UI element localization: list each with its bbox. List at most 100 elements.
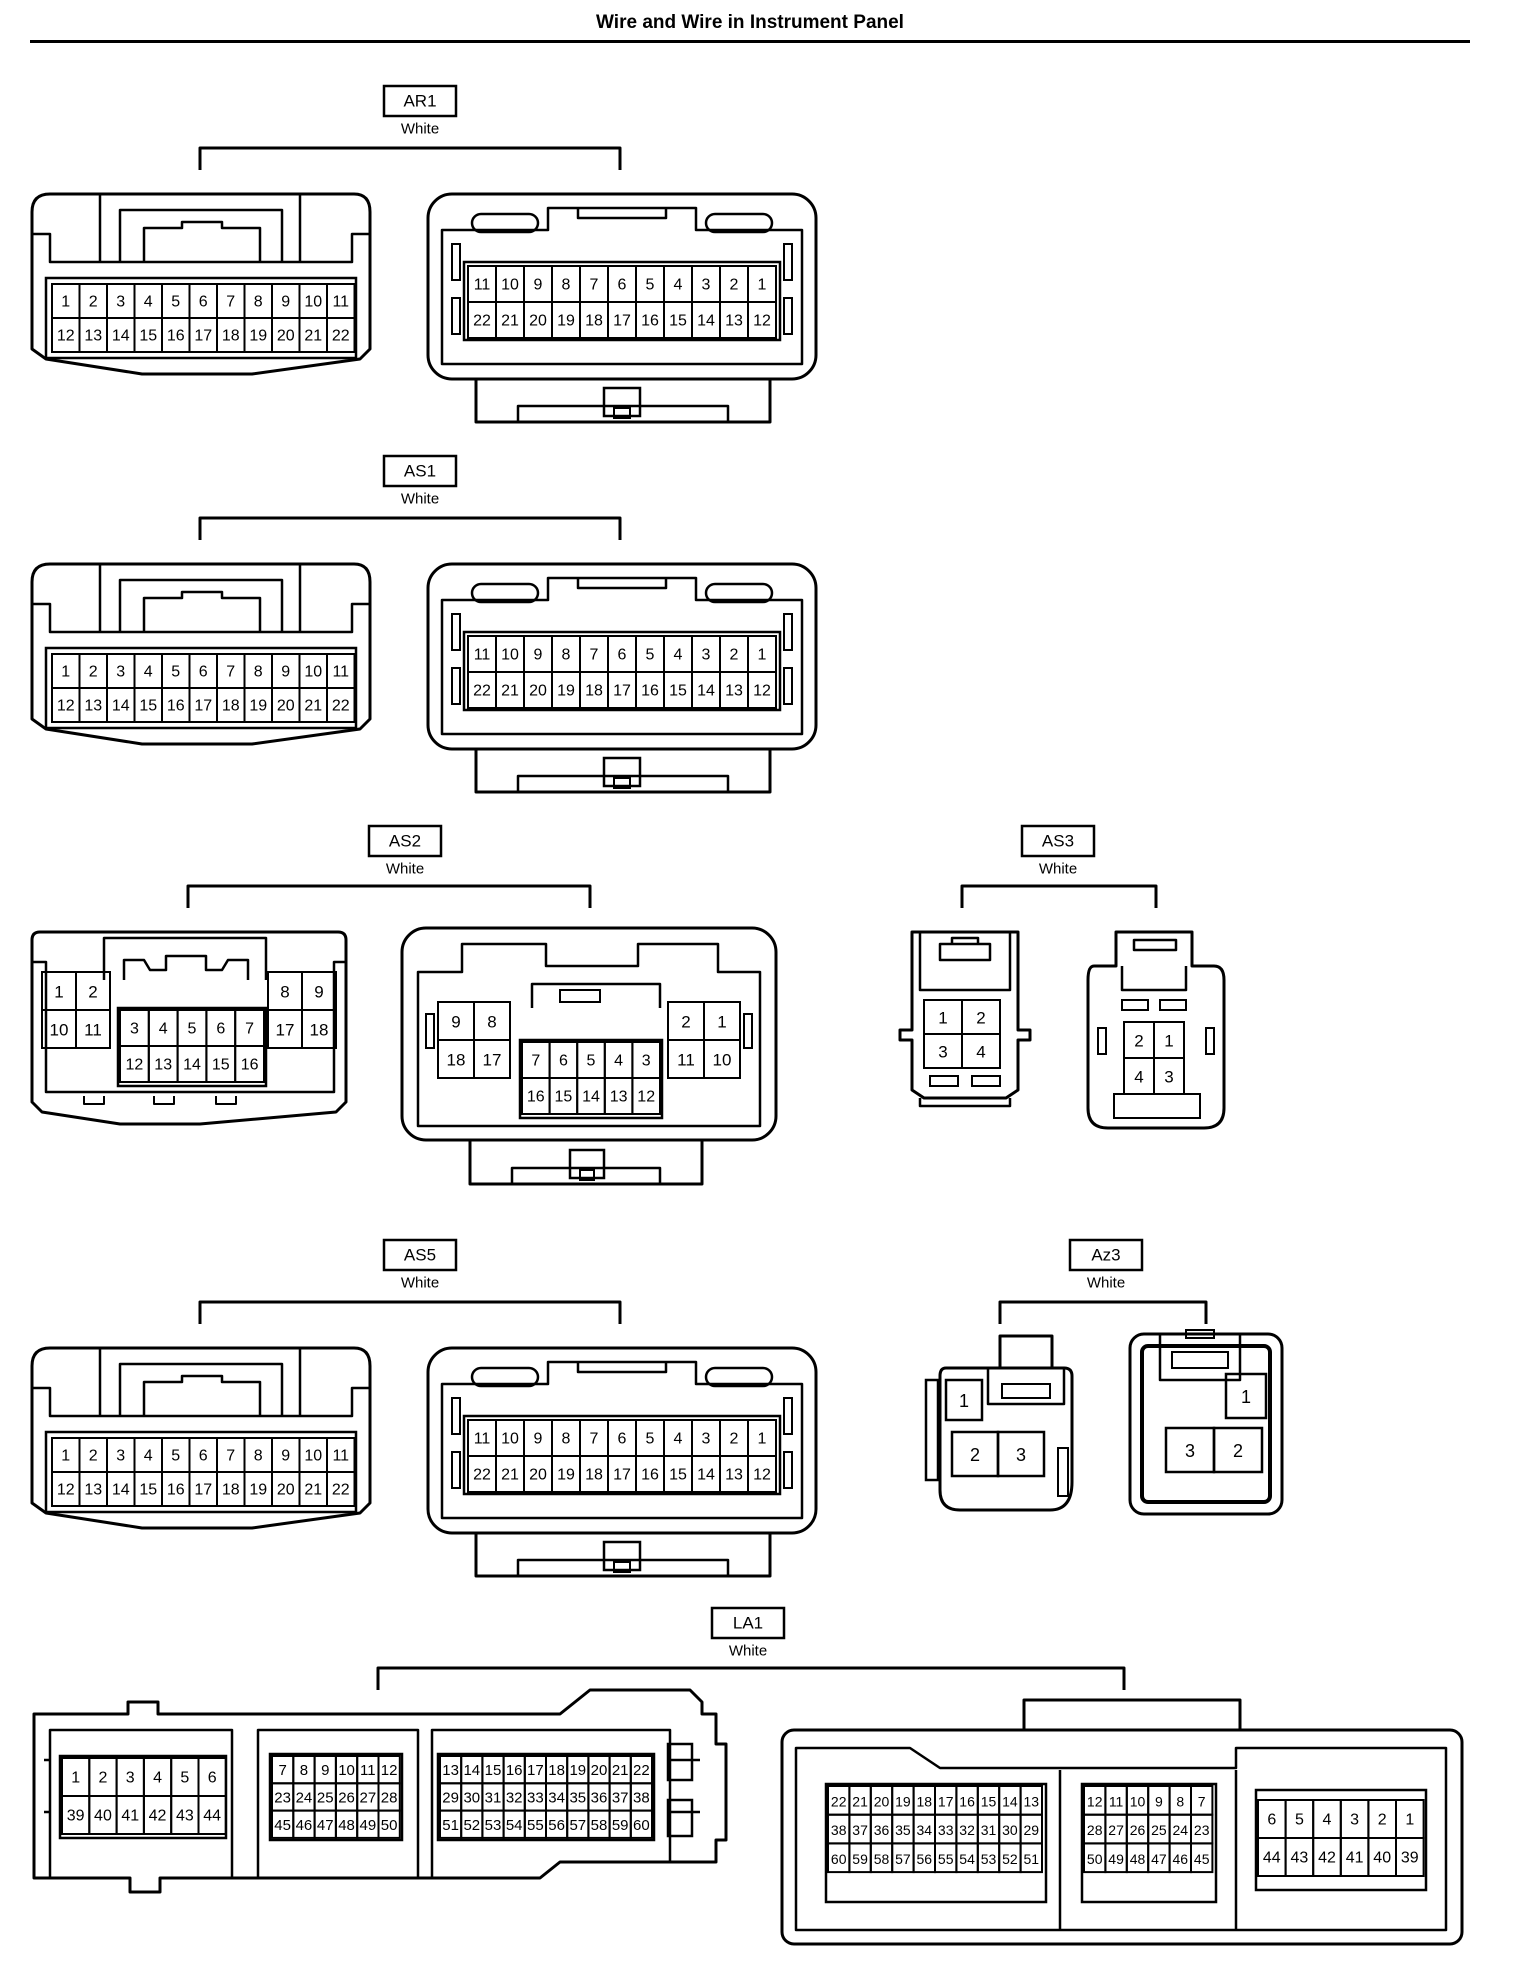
lock-tab	[613, 1561, 631, 1573]
connector-code-box	[710, 1606, 786, 1640]
pin-number: 20	[591, 1762, 608, 1779]
pin-number: 15	[139, 328, 157, 345]
connector-bracket	[198, 1300, 622, 1324]
housing-detail	[516, 404, 730, 422]
pin-number: 16	[241, 1057, 259, 1074]
pin-number: 17	[613, 313, 631, 330]
pin-number: 11	[677, 1051, 695, 1070]
housing-detail	[142, 1374, 262, 1416]
guide-rib	[1097, 1027, 1107, 1055]
pin-number: 1	[1405, 1812, 1414, 1829]
pin-number: 22	[332, 1482, 350, 1499]
housing-detail	[102, 936, 268, 980]
pin-number: 7	[226, 294, 235, 311]
pin-number: 10	[1130, 1793, 1146, 1809]
housing-detail	[142, 220, 262, 262]
housing-detail	[44, 1758, 700, 1814]
guide-rib	[924, 1378, 940, 1482]
pin-number: 17	[938, 1793, 954, 1809]
pin-number: 13	[84, 328, 102, 345]
pin-number: 8	[562, 647, 571, 664]
pin-number: 29	[442, 1789, 459, 1806]
pin-number: 13	[725, 1467, 743, 1484]
housing-detail	[83, 1096, 237, 1105]
pin-number: 8	[300, 1762, 308, 1779]
pin-frame	[462, 260, 782, 342]
housing-detail	[474, 379, 772, 424]
pin-number: 22	[831, 1793, 847, 1809]
pin-number: 5	[180, 1770, 189, 1787]
pin-number: 38	[831, 1822, 847, 1838]
guide-rib	[1057, 1447, 1069, 1497]
pin-number: 2	[1233, 1441, 1243, 1461]
pin-number: 8	[280, 983, 289, 1002]
pin-number: 43	[1291, 1850, 1309, 1867]
housing-detail	[576, 1362, 668, 1374]
pin-number: 32	[959, 1822, 975, 1838]
pin-number: 37	[612, 1789, 629, 1806]
pin-number: 17	[194, 698, 212, 715]
pin-number: 44	[203, 1808, 221, 1825]
pin-number: 44	[1263, 1850, 1281, 1867]
pin-number: 6	[618, 647, 627, 664]
pin-cell	[944, 1378, 984, 1422]
pin-number: 51	[1024, 1851, 1040, 1867]
pin-number: 36	[874, 1822, 890, 1838]
housing-detail	[576, 578, 668, 590]
pin-number: 15	[669, 683, 687, 700]
pin-cell	[301, 1009, 337, 1049]
housing-outline	[30, 1346, 372, 1530]
pin-number: 13	[84, 1482, 102, 1499]
connector-code: AS1	[404, 462, 436, 481]
connector-bracket	[960, 884, 1158, 908]
connector-code-box	[367, 824, 443, 858]
housing-detail	[32, 1386, 370, 1418]
pin-number: 23	[274, 1789, 291, 1806]
pin-number: 12	[753, 313, 771, 330]
pin-number: 1	[758, 277, 767, 294]
pin-number: 15	[485, 1762, 502, 1779]
pin-number: 19	[249, 698, 267, 715]
pin-frame	[436, 1752, 656, 1842]
connector-code: AS2	[389, 832, 421, 851]
housing-detail	[516, 774, 730, 792]
latch-slot	[1185, 1329, 1215, 1339]
latch-slot	[1159, 999, 1187, 1011]
pin-number: 49	[1108, 1851, 1124, 1867]
pin-cell	[996, 1430, 1046, 1478]
pin-number: 5	[171, 1448, 180, 1465]
pin-number: 3	[116, 294, 125, 311]
pin-number: 22	[332, 698, 350, 715]
pin-number: 14	[112, 328, 130, 345]
pin-number: 53	[981, 1851, 997, 1867]
housing-detail	[32, 960, 346, 1094]
pin-number: 14	[463, 1762, 480, 1779]
pin-number: 27	[360, 1789, 377, 1806]
pin-number: 20	[529, 313, 547, 330]
connector-code-box	[1068, 1238, 1144, 1272]
housing-part	[1113, 1093, 1201, 1119]
pin-number: 1	[938, 1009, 947, 1028]
pin-number: 12	[57, 1482, 75, 1499]
pin-number: 1	[717, 1013, 726, 1032]
connector-code: LA1	[733, 1614, 763, 1633]
pin-number: 16	[641, 1467, 659, 1484]
pin-number: 13	[442, 1762, 459, 1779]
connector-code: Az3	[1091, 1246, 1120, 1265]
pin-number: 2	[88, 983, 97, 1002]
connector-code-box	[382, 454, 458, 488]
pin-number: 23	[1194, 1822, 1210, 1838]
pin-number: 5	[646, 647, 655, 664]
pin-cell	[747, 671, 777, 709]
pin-number: 3	[702, 647, 711, 664]
pin-number: 47	[317, 1817, 334, 1834]
pin-number: 9	[1155, 1793, 1163, 1809]
pin-number: 10	[501, 647, 519, 664]
housing-detail	[416, 942, 762, 1128]
